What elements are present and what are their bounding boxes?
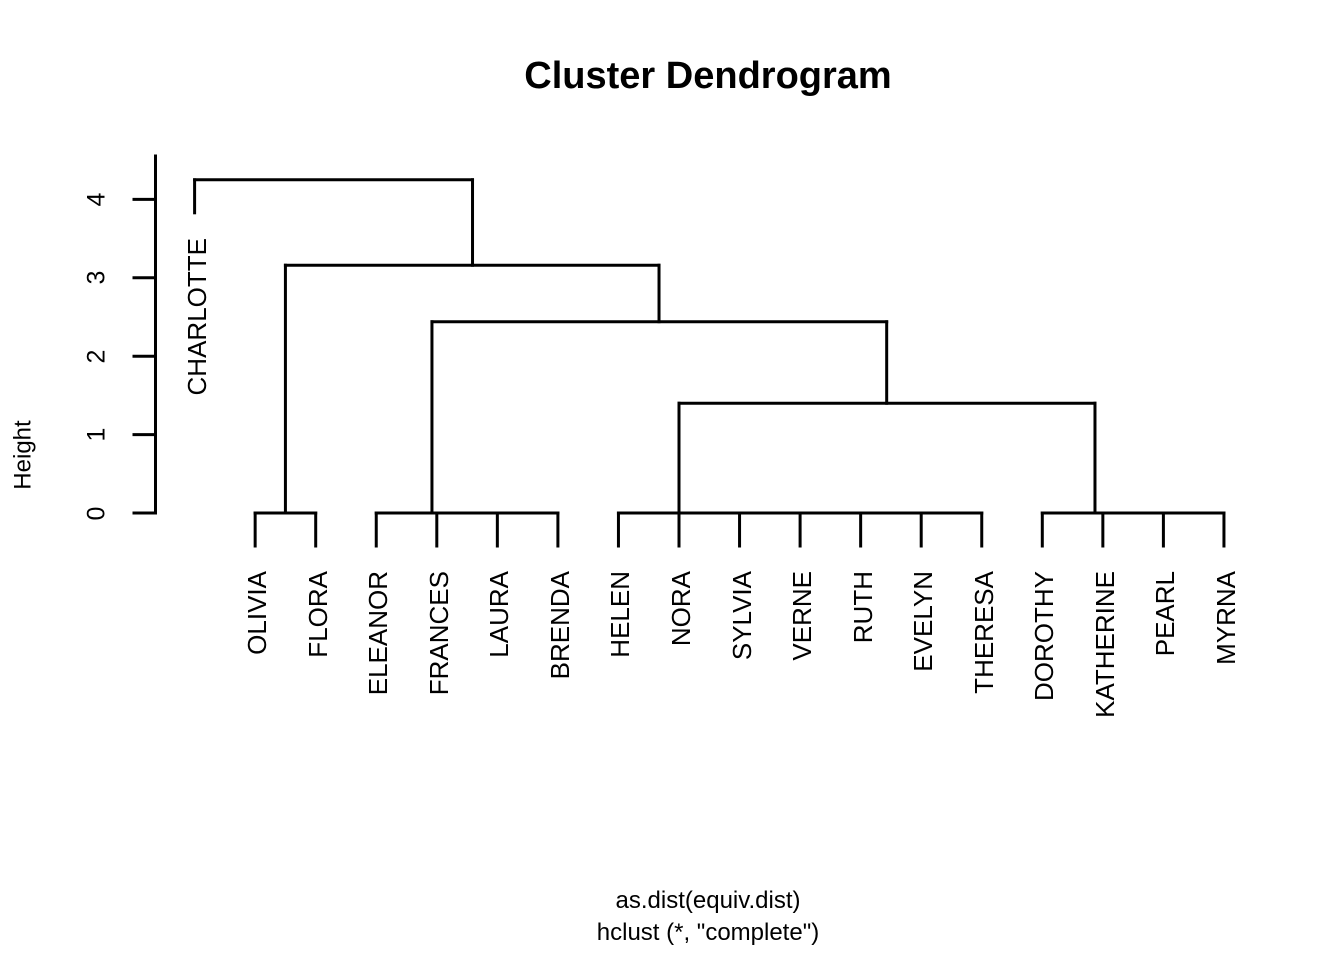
leaf-label-theresa: THERESA — [968, 571, 999, 694]
leaf-label-olivia: OLIVIA — [242, 571, 273, 655]
leaf-label-ruth: RUTH — [847, 571, 878, 644]
leaf-label-myrna: MYRNA — [1210, 571, 1241, 665]
leaf-label-flora: FLORA — [302, 571, 333, 658]
leaf-label-charlotte: CHARLOTTE — [181, 237, 212, 396]
leaf-label-laura: LAURA — [484, 571, 515, 658]
caption-distance-call: as.dist(equiv.dist) — [615, 887, 801, 914]
leaf-label-eleanor: ELEANOR — [363, 571, 394, 696]
leaf-label-evelyn: EVELYN — [908, 571, 939, 672]
leaf-label-dorothy: DOROTHY — [1029, 571, 1060, 701]
leaf-label-brenda: BRENDA — [544, 571, 575, 680]
leaf-label-pearl: PEARL — [1150, 571, 1181, 657]
leaf-label-frances: FRANCES — [423, 571, 454, 696]
leaf-label-nora: NORA — [666, 571, 696, 647]
leaf-label-verne: VERNE — [787, 571, 818, 661]
leaf-label-katherine: KATHERINE — [1089, 571, 1120, 718]
caption-hclust-call: hclust (*, "complete") — [596, 919, 820, 946]
chart-title: Cluster Dendrogram — [524, 55, 892, 97]
leaf-label-helen: HELEN — [605, 571, 636, 658]
leaf-label-sylvia: SYLVIA — [726, 571, 757, 661]
